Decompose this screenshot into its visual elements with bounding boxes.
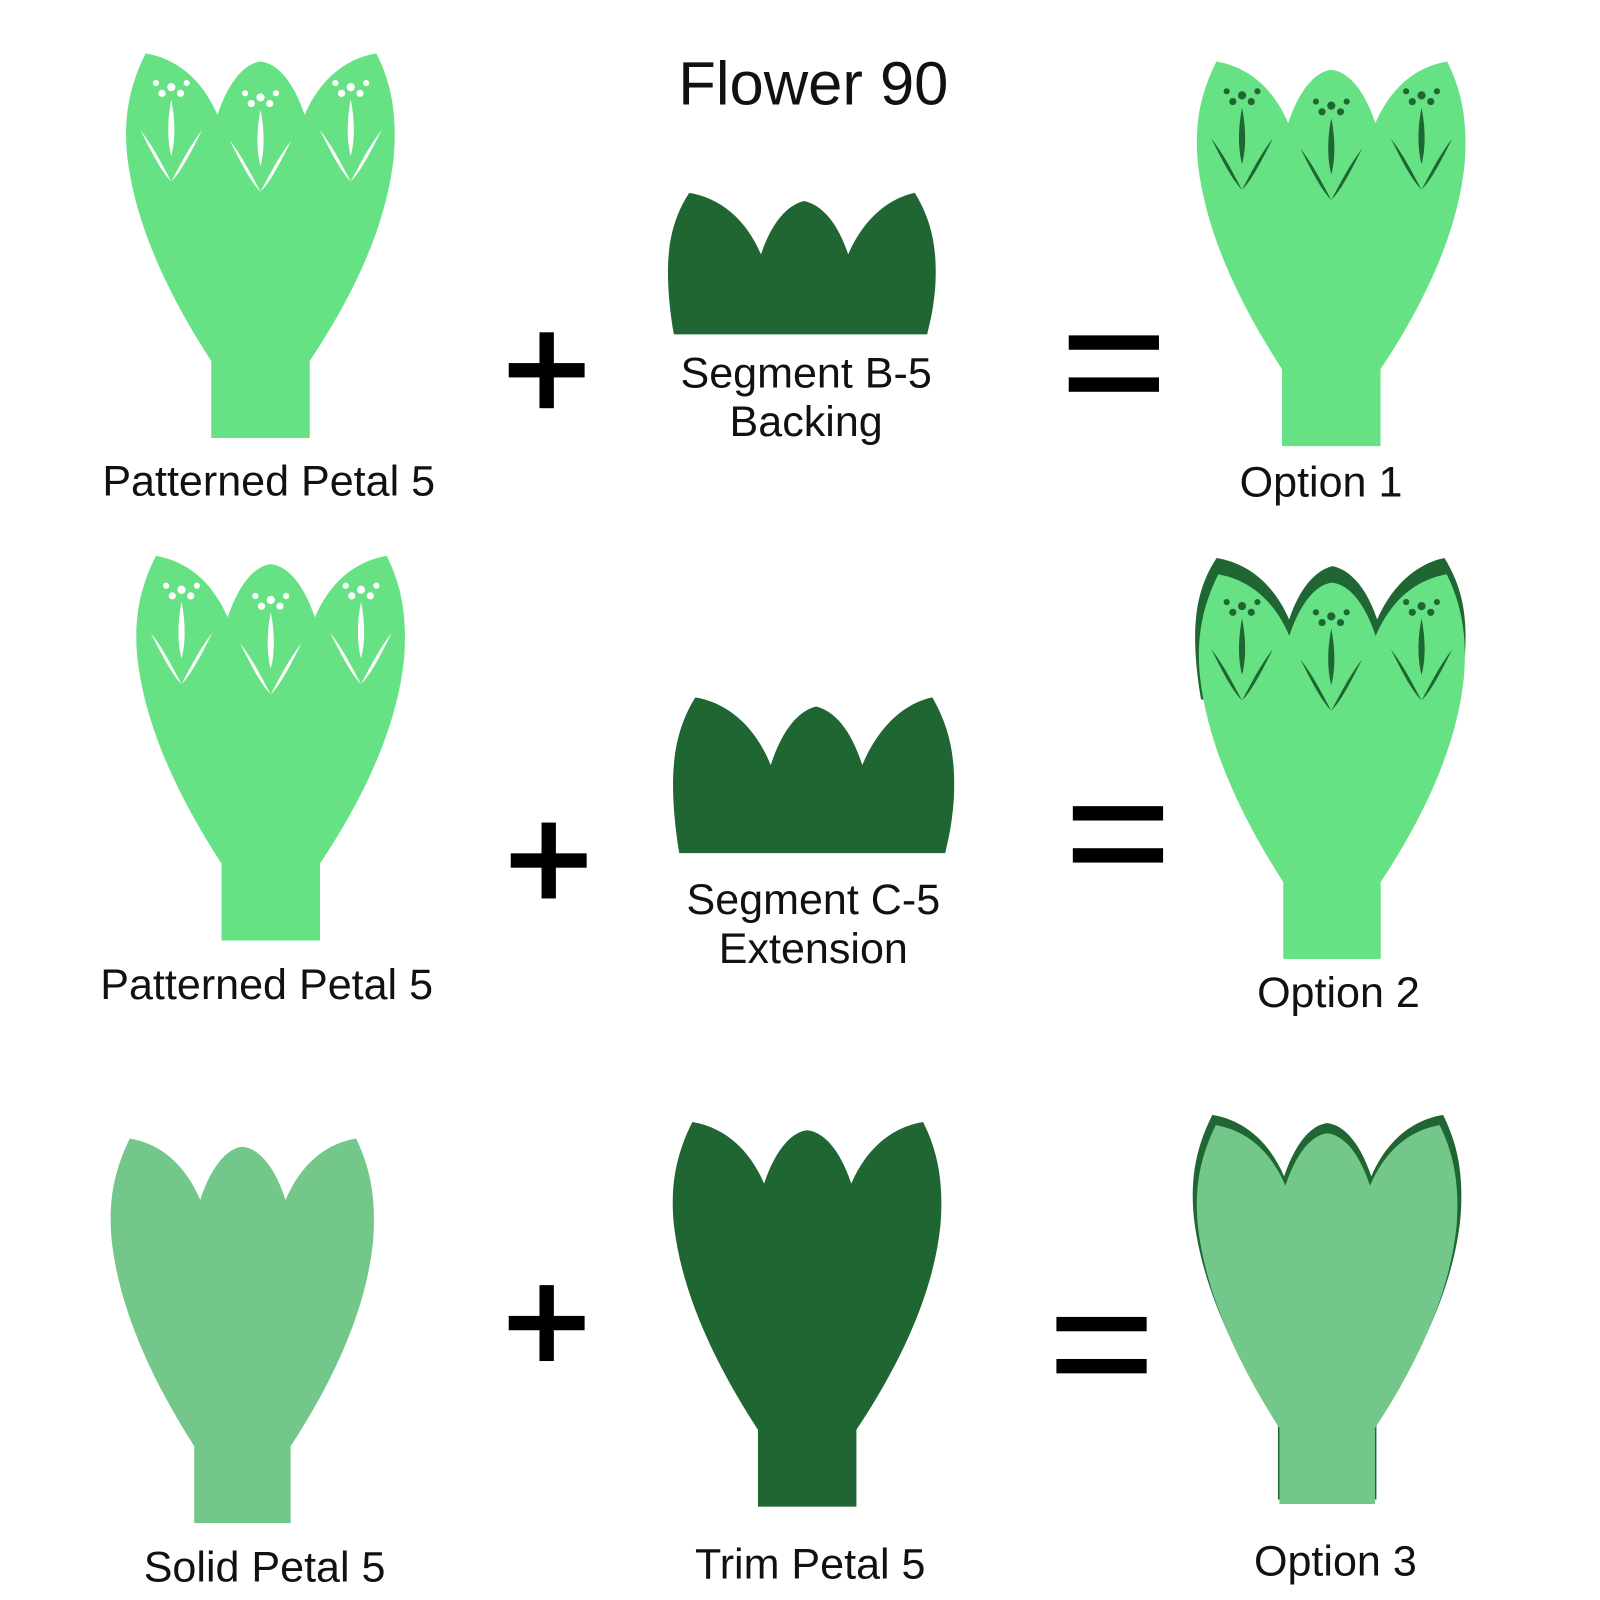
solid-petal-shape (110, 1138, 374, 1524)
equals-icon (1072, 806, 1164, 863)
segment-b5-shape (667, 192, 936, 335)
equals-icon (1056, 1316, 1147, 1374)
patterned-petal-shape (126, 53, 395, 438)
trim-petal-shape (672, 1122, 942, 1507)
row2-left-label: Patterned Petal 5 (100, 961, 433, 1009)
row1-middle-label-1: Segment B-5 (680, 350, 931, 398)
segment-c5-shape (673, 697, 955, 854)
plus-icon (510, 822, 587, 899)
row1-left-label: Patterned Petal 5 (102, 457, 435, 505)
page-title: Flower 90 (678, 50, 948, 119)
option2-result-shape (1195, 557, 1466, 959)
plus-icon (508, 332, 585, 409)
option2-label: Option 2 (1257, 969, 1420, 1017)
option1-label: Option 1 (1240, 458, 1403, 506)
option3-result-shape (1192, 1114, 1462, 1504)
option1-result-shape (1196, 61, 1466, 447)
row3-middle-label: Trim Petal 5 (695, 1540, 926, 1588)
row2-middle-label-1: Segment C-5 (686, 876, 940, 924)
row2-middle-label-2: Extension (719, 925, 908, 973)
equals-icon (1068, 335, 1159, 392)
row1-middle-label-2: Backing (730, 398, 883, 446)
option3-label: Option 3 (1254, 1537, 1417, 1585)
patterned-petal-shape (136, 555, 405, 941)
plus-icon (508, 1285, 585, 1362)
row3-left-label: Solid Petal 5 (144, 1544, 386, 1592)
